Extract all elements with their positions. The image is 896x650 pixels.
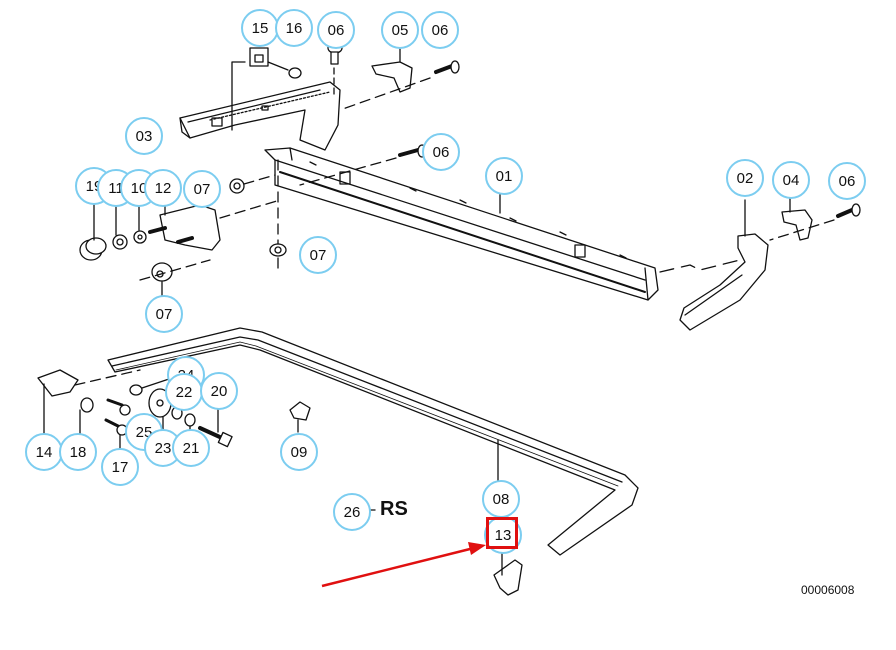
callout-label: 11 — [108, 179, 124, 197]
callout-part-09[interactable]: 09 — [280, 433, 318, 471]
part-03-rail-bracket — [179, 81, 341, 151]
callout-part-06[interactable]: 06 — [422, 133, 460, 171]
callout-part-20[interactable]: 20 — [200, 372, 238, 410]
variant-label: RS — [380, 498, 408, 520]
callout-part-16[interactable]: 16 — [275, 9, 313, 47]
callout-label: 07 — [309, 246, 327, 264]
callout-part-01[interactable]: 01 — [485, 157, 523, 195]
part-21-washer — [184, 413, 196, 431]
callout-label: 01 — [495, 167, 513, 185]
callout-part-15[interactable]: 15 — [241, 9, 279, 47]
callout-label: 02 — [736, 169, 754, 187]
callout-part-22[interactable]: 22 — [165, 373, 203, 411]
callout-part-08[interactable]: 08 — [482, 480, 520, 518]
part-16-screw — [267, 61, 302, 79]
callout-label: 16 — [285, 19, 303, 37]
callout-part-03[interactable]: 03 — [125, 117, 163, 155]
callout-label: 07 — [193, 180, 211, 198]
callout-label: 14 — [35, 443, 53, 461]
part-12-bracket — [148, 199, 281, 251]
callout-label: 10 — [130, 179, 148, 197]
part-04-cap — [781, 194, 813, 241]
callout-part-18[interactable]: 18 — [59, 433, 97, 471]
part-02-rail-end — [659, 199, 769, 331]
callout-label: 03 — [135, 127, 153, 145]
part-07-nut-b — [269, 159, 287, 269]
callout-part-04[interactable]: 04 — [772, 161, 810, 199]
callout-label: 06 — [431, 21, 449, 39]
callout-part-12[interactable]: 12 — [144, 169, 182, 207]
callout-part-07[interactable]: 07 — [299, 236, 337, 274]
part-06-screw-d — [769, 203, 861, 241]
callout-part-14[interactable]: 14 — [25, 433, 63, 471]
part-20-bolt — [198, 407, 233, 448]
part-09-clip — [289, 401, 311, 433]
callout-part-17[interactable]: 17 — [101, 448, 139, 486]
callout-label: 21 — [182, 439, 200, 457]
callout-label: 06 — [327, 21, 345, 39]
callout-label: 17 — [111, 458, 129, 476]
diagram-id: 00006008 — [801, 583, 855, 597]
callout-label: 04 — [782, 171, 800, 189]
callout-part-26[interactable]: 26 — [333, 493, 371, 531]
part-11-nut — [112, 201, 128, 250]
callout-label: 13 — [494, 526, 512, 544]
part-10-washer — [133, 201, 147, 244]
callout-label: 06 — [432, 143, 450, 161]
callout-label: 20 — [210, 382, 228, 400]
callout-part-06[interactable]: 06 — [421, 11, 459, 49]
callout-label: 09 — [290, 443, 308, 461]
callout-label: 15 — [251, 19, 269, 37]
part-07-nut-a — [229, 174, 276, 194]
part-19-cap — [79, 201, 107, 261]
callout-label: 05 — [391, 21, 409, 39]
callout-part-06[interactable]: 06 — [828, 162, 866, 200]
callout-label: 22 — [175, 383, 193, 401]
part-13-clip — [493, 547, 523, 596]
part-15-clip — [231, 47, 269, 131]
callout-part-06[interactable]: 06 — [317, 11, 355, 49]
part-01-main-rail — [264, 147, 659, 301]
part-07-nut-c — [139, 259, 211, 297]
highlight-arrow — [321, 542, 486, 588]
callout-label: 07 — [155, 305, 173, 323]
callout-label: 12 — [154, 179, 172, 197]
callout-label: 23 — [154, 439, 172, 457]
highlight-box — [486, 517, 518, 549]
callout-part-07[interactable]: 07 — [183, 170, 221, 208]
part-14-clip — [37, 369, 141, 441]
callout-label: 18 — [69, 443, 87, 461]
callout-label: 06 — [838, 172, 856, 190]
part-25-screw — [106, 398, 131, 416]
callout-part-21[interactable]: 21 — [172, 429, 210, 467]
callout-part-02[interactable]: 02 — [726, 159, 764, 197]
part-06-screw-b — [339, 60, 460, 111]
callout-label: 08 — [492, 490, 510, 508]
part-08-seal-frame — [107, 327, 639, 556]
callout-part-05[interactable]: 05 — [381, 11, 419, 49]
callout-part-07[interactable]: 07 — [145, 295, 183, 333]
callout-label: 26 — [343, 503, 361, 521]
